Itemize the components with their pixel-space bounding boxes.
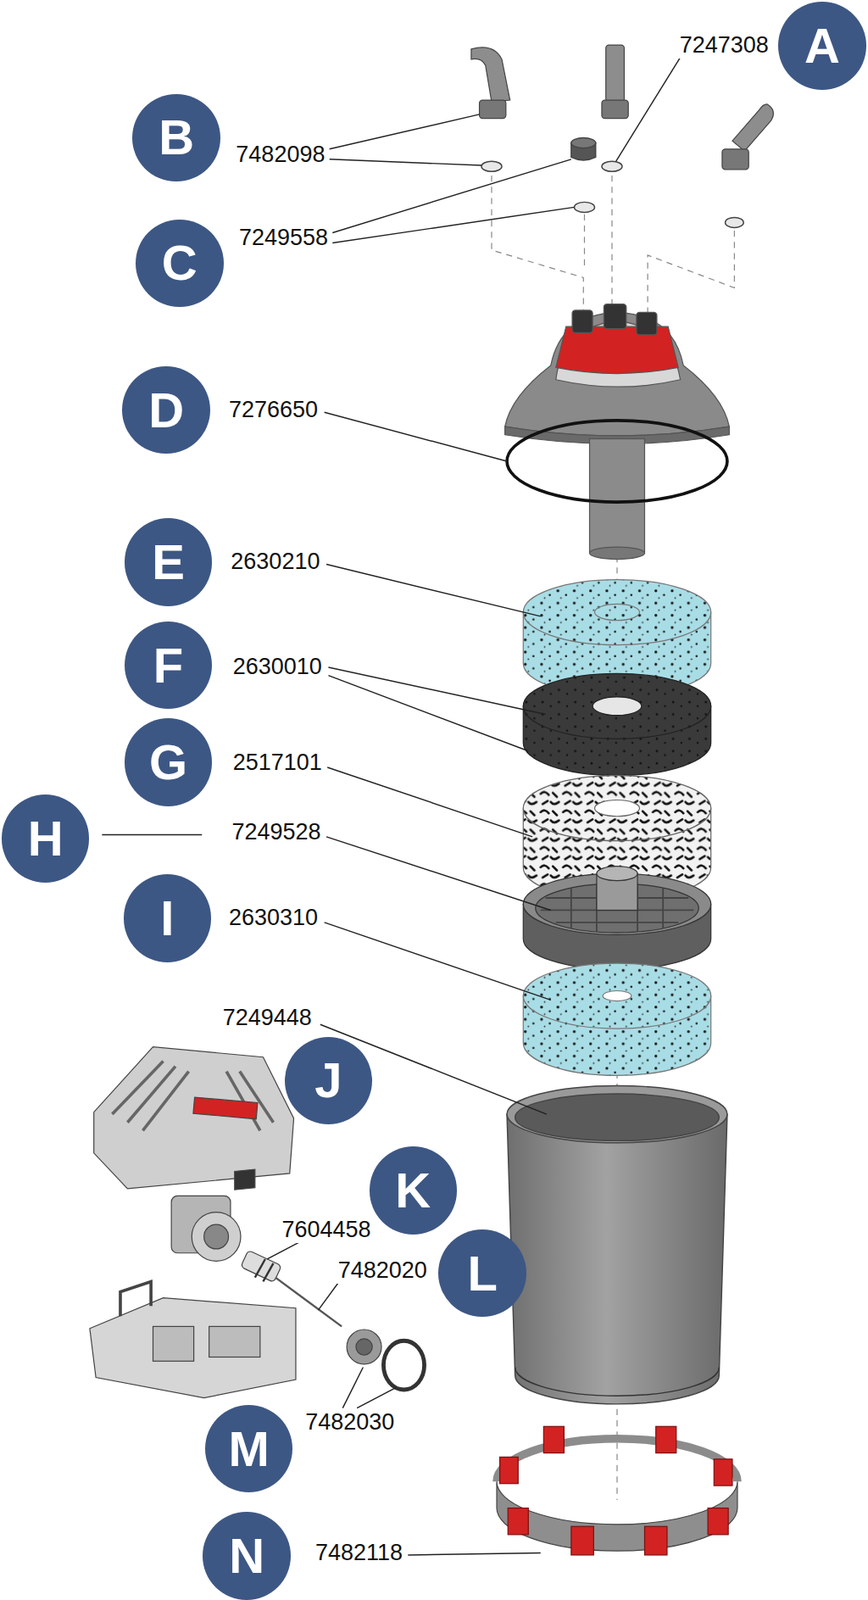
callout-text: B [158,112,195,162]
callout-letter: B [132,94,220,182]
callout-letter: E [124,517,212,606]
callout-text: H [27,813,64,863]
callout-text: A [804,21,841,71]
callout-letter: H [1,794,90,882]
callout-text: K [395,1165,431,1215]
callout-text: D [148,385,184,435]
part-number: 2517101 [231,750,324,776]
part-number: 7247308 [678,33,771,59]
part-number: 7249558 [237,225,330,251]
callout-text: L [467,1248,497,1298]
callout-text: G [149,737,188,787]
callout-text: C [161,238,198,288]
callout-text: F [153,640,184,690]
callout-text: I [160,893,174,943]
callout-letter: C [135,219,223,307]
callout-letter: J [284,1036,373,1124]
callout-letter: A [778,1,866,90]
callout-letter: K [369,1146,457,1234]
part-number: 7249448 [221,1005,314,1031]
callout-letter: L [438,1229,526,1317]
callout-letter: F [124,621,212,709]
part-number: 7482118 [313,1540,405,1566]
callout-letter: N [202,1511,290,1599]
part-number: 7482020 [336,1257,429,1284]
part-number: 7482098 [233,142,327,168]
part-number: 2630210 [228,549,322,575]
part-number: 2630010 [231,654,324,680]
callout-text: J [314,1055,342,1105]
part-number: 7249528 [230,819,323,846]
callout-letter: G [124,717,212,806]
part-number: 7276650 [227,397,320,423]
part-number: 7604458 [279,1217,373,1243]
callout-letter: D [122,366,210,454]
callout-text: M [228,1424,269,1474]
part-number: 7482030 [303,1409,396,1436]
callout-letter: I [123,873,212,962]
callout-text: E [151,537,185,587]
callout-text: N [228,1530,265,1581]
callout-letter: M [205,1404,293,1492]
part-number: 2630310 [227,905,320,931]
